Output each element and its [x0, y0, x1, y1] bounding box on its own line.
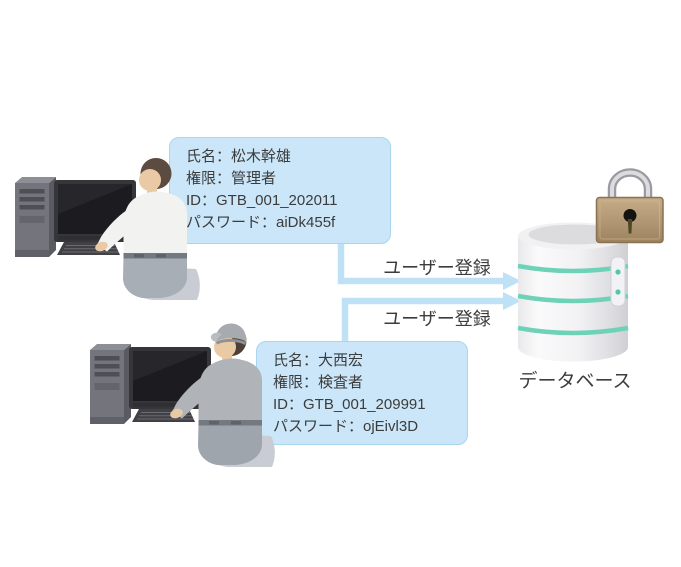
user-id: ID：GTB_001_202011 [186, 192, 338, 209]
user-password: パスワード：aiDk455f [186, 214, 336, 231]
database-stripe [517, 325, 629, 336]
user-name: 氏名：大西宏 [273, 352, 364, 369]
lock-icon [595, 168, 664, 244]
arrow-1-line [337, 242, 504, 285]
user-card-admin: 氏名：松木幹雄 権限：管理者 ID：GTB_001_202011 パスワード：a… [169, 137, 391, 244]
arrow-1 [337, 242, 521, 290]
arrow-2 [341, 292, 521, 342]
user-role: 権限：検査者 [273, 374, 364, 391]
user-name: 氏名：松木幹雄 [186, 148, 292, 165]
database-label: データベース [518, 371, 632, 392]
database-handle [610, 256, 626, 307]
arrow-2-head [503, 292, 521, 310]
user-password: パスワード：ojEivl3D [273, 418, 419, 435]
user-card-inspector: 氏名：大西宏 権限：検査者 ID：GTB_001_209991 パスワード：oj… [256, 341, 468, 445]
arrow-2-label: ユーザー登録 [383, 309, 491, 329]
arrow-1-label: ユーザー登録 [383, 258, 491, 278]
inspector-workstation-base [89, 324, 276, 468]
work-cap-icon [210, 323, 247, 345]
arrow-1-head [503, 272, 521, 290]
database-body [517, 222, 629, 362]
arrow-2-line [341, 297, 504, 342]
user-id: ID：GTB_001_209991 [273, 396, 426, 413]
inspector-workstation-illustration [89, 323, 276, 468]
user-role: 権限：管理者 [186, 170, 277, 187]
admin-workstation-illustration [14, 157, 201, 301]
database-cylinder-icon [517, 168, 664, 362]
